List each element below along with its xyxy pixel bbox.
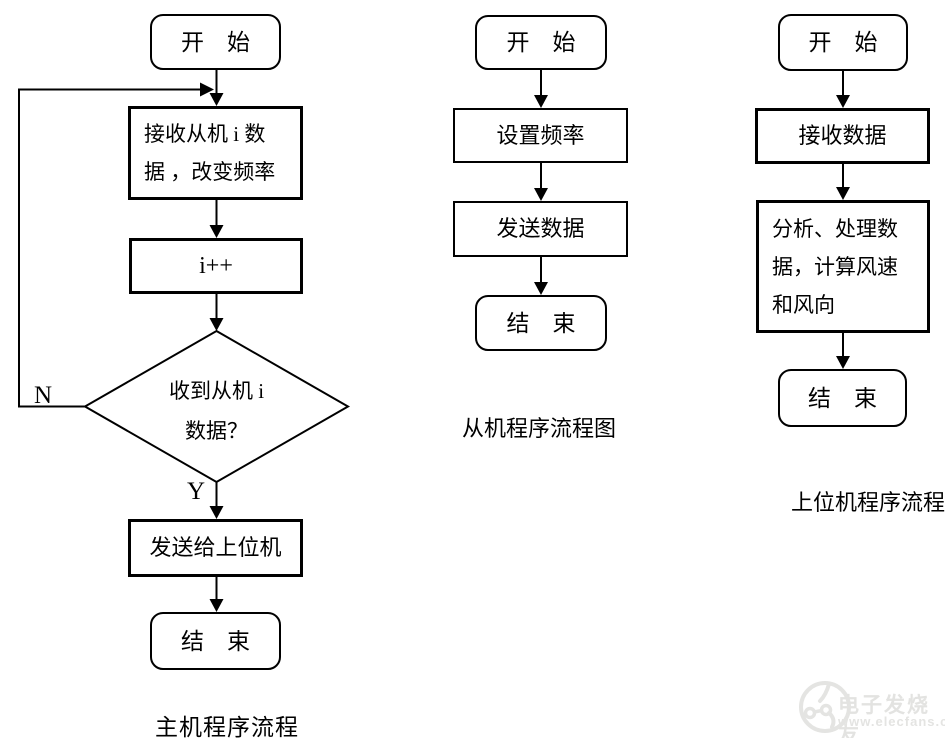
watermark-brand: 电子发烧友: [838, 694, 930, 738]
host-process-line3: 和风向: [772, 292, 835, 317]
arrowhead-down-icon: [209, 599, 224, 612]
arrowhead-down-icon: [534, 95, 548, 108]
master-receive-line2: 据 ，改变频率: [144, 160, 276, 184]
arrowhead-down-icon: [209, 225, 224, 238]
slave-send-data-box: 发送数据: [453, 201, 628, 257]
host-start-terminator: 开 始: [778, 14, 908, 71]
host-end-terminator: 结 束: [778, 369, 907, 427]
arrowhead-down-icon: [836, 356, 850, 369]
master-start-terminator: 开 始: [150, 14, 281, 70]
watermark-url: www.elecfans.com: [838, 714, 945, 729]
host-receive-data-box: 接收数据: [755, 108, 930, 164]
slave-start-terminator: 开 始: [475, 15, 607, 70]
master-caption: 主机程序流程: [155, 715, 299, 738]
host-process-line1: 分析、处理数: [772, 216, 898, 241]
slave-arrowheads: [534, 95, 548, 295]
master-receive-box: 接收从机 i 数 据 ，改变频率: [128, 106, 303, 200]
arrowhead-down-icon: [836, 95, 850, 108]
master-increment-box: i++: [129, 238, 303, 294]
slave-caption: 从机程序流程图: [461, 416, 616, 441]
arrowhead-down-icon: [209, 506, 224, 519]
slave-set-frequency-box: 设置频率: [453, 108, 628, 163]
branch-label-no: N: [34, 382, 53, 409]
arrowhead-down-icon: [534, 188, 548, 201]
loop-line-no-branch: [18, 88, 200, 408]
host-process-box: 分析、处理数 据，计算风速 和风向: [756, 200, 930, 333]
master-decision-line1: 收到从机 i: [168, 379, 265, 403]
arrowhead-down-icon: [209, 318, 224, 331]
master-decision-line2: 数据？: [185, 419, 248, 443]
master-connectors: [18, 70, 218, 602]
slave-end-terminator: 结 束: [475, 295, 607, 351]
arrowhead-down-icon: [836, 187, 850, 200]
master-receive-line1: 接收从机 i 数: [144, 122, 266, 146]
master-send-box: 发送给上位机: [128, 519, 303, 577]
elecfans-logo-icon: [799, 681, 851, 733]
master-arrowheads: [200, 82, 224, 612]
host-caption: 上位机程序流程: [790, 490, 945, 515]
arrowhead-down-icon: [534, 282, 548, 295]
arrowhead-down-icon: [209, 93, 224, 106]
master-end-terminator: 结 束: [150, 612, 281, 670]
branch-label-yes: Y: [187, 478, 206, 505]
decision-diamond: [82, 329, 351, 484]
arrowhead-right-icon: [200, 82, 214, 97]
host-arrowheads: [836, 95, 850, 369]
host-process-line2: 据，计算风速: [772, 254, 898, 279]
